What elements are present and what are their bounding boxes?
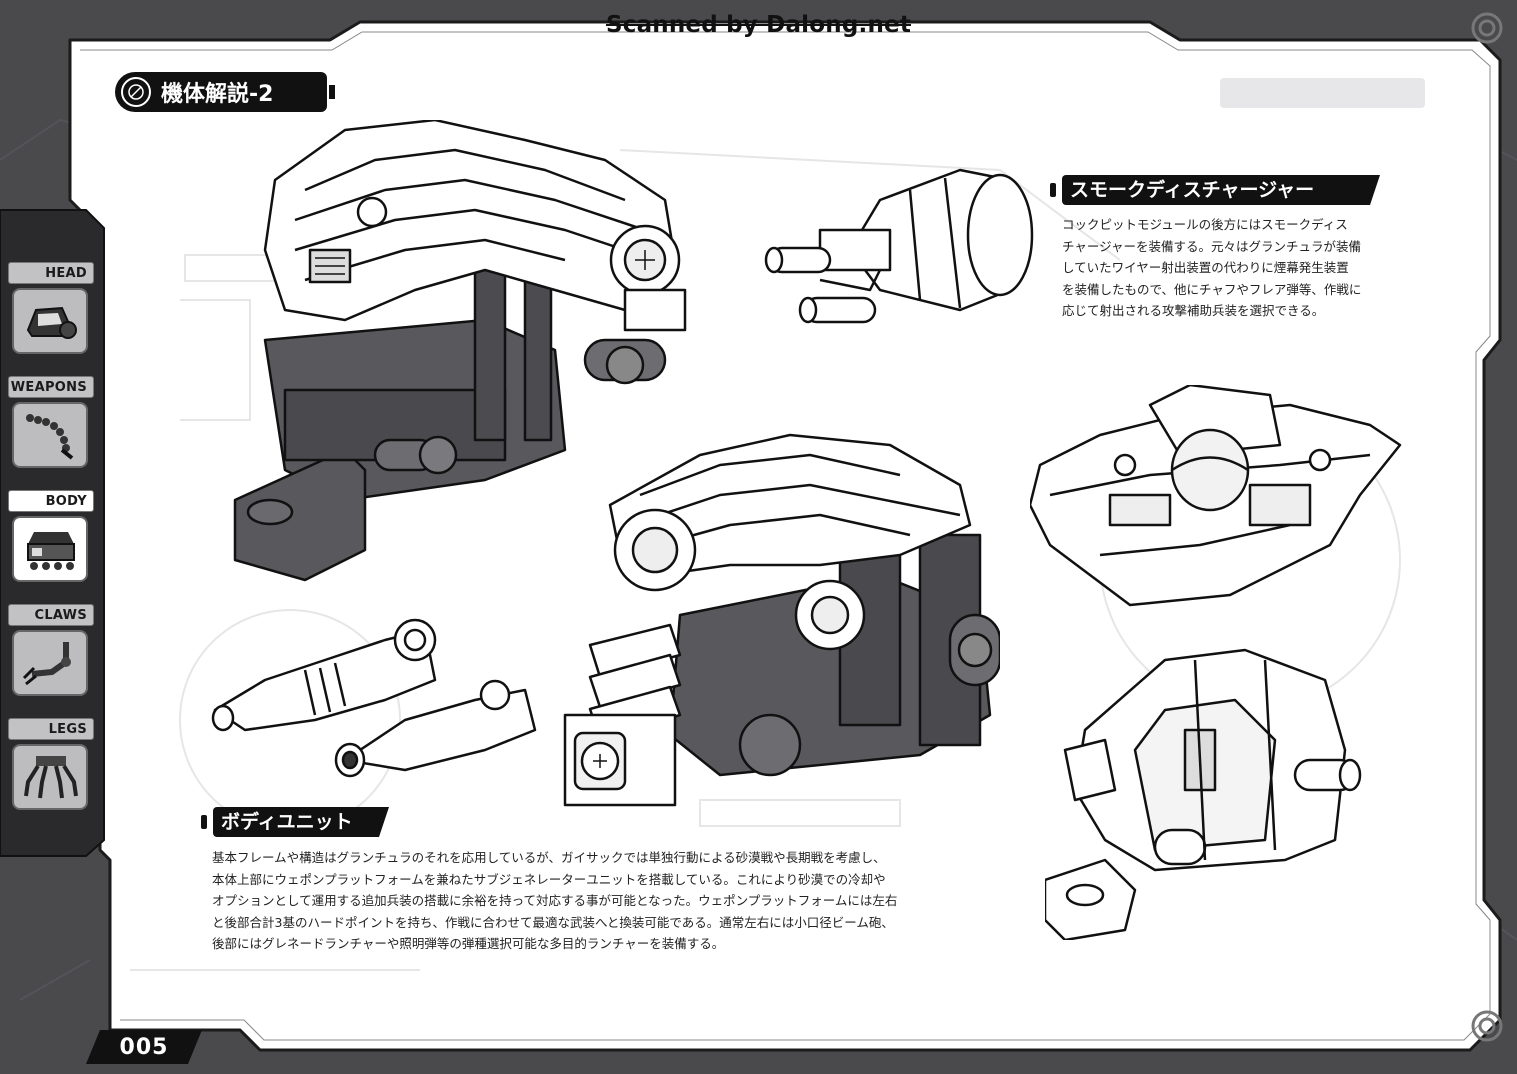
tab-weapons[interactable]: WEAPONS: [8, 376, 94, 468]
head-icon: [12, 288, 88, 354]
page-title-plate: 機体解説-2: [115, 72, 335, 112]
tab-legs-label: LEGS: [8, 718, 94, 740]
body-icon: [12, 516, 88, 582]
tab-body-label: BODY: [8, 490, 94, 512]
tab-body[interactable]: BODY: [8, 490, 94, 582]
page-title: 機体解説-2: [161, 82, 274, 107]
body-line: 後部にはグレネードランチャーや照明弾等の弾種選択可能な多目的ランチャーを装備する…: [212, 936, 725, 951]
page-number: 005: [86, 1030, 202, 1064]
body-unit-heading: ボディユニット: [201, 807, 389, 837]
tab-claws-label: CLAWS: [8, 604, 94, 626]
body-unit-illustration-top: [233, 120, 687, 582]
smoke-line: していたワイヤー射出装置の代わりに煙幕発生装置: [1062, 260, 1349, 275]
cockpit-module-illustration: [1030, 385, 1402, 607]
frame-unit-illustration: [1045, 648, 1362, 940]
body-line: 本体上部にウェポンプラットフォームを兼ねたサブジェネレーターユニットを搭載してい…: [212, 871, 886, 887]
weapon-parts-illustration: [211, 618, 537, 778]
tab-weapons-label: WEAPONS: [8, 376, 94, 398]
smoke-line: を装備したもので、他にチャフやフレア弾等、作戦に: [1062, 281, 1362, 297]
smoke-line: 応じて射出される攻撃補助兵装を選択できる。: [1062, 303, 1325, 318]
smoke-discharger-description: コックピットモジュールの後方にはスモークディス チャージャーを装備する。元々はグ…: [1062, 214, 1361, 322]
body-line: オプションとして運用する追加兵装の搭載に余裕を持って対応する事が可能となった。ウ…: [212, 893, 898, 908]
ghost-section-label: [1220, 78, 1425, 108]
body-line: と後部合計3基のハードポイントを持ち、作戦に合わせて最適な武装へと換装可能である…: [212, 914, 894, 930]
scan-watermark: Scanned by Dalong.net: [605, 12, 912, 38]
claws-icon: [12, 630, 88, 696]
smoke-line: チャージャーを装備する。元々はグランチュラが装備: [1062, 238, 1362, 254]
tab-head[interactable]: HEAD: [8, 262, 94, 354]
compass-icon: [121, 77, 151, 107]
body-line: 基本フレームや構造はグランチュラのそれを応用しているが、ガイサックでは単独行動に…: [212, 850, 886, 865]
body-unit-description: 基本フレームや構造はグランチュラのそれを応用しているが、ガイサックでは単独行動に…: [212, 847, 897, 955]
tab-claws[interactable]: CLAWS: [8, 604, 94, 696]
smoke-discharger-illustration: [764, 168, 1034, 324]
body-unit-illustration-center: [563, 433, 1000, 807]
tab-head-label: HEAD: [8, 262, 94, 284]
weapons-icon: [12, 402, 88, 468]
legs-icon: [12, 744, 88, 810]
smoke-line: コックピットモジュールの後方にはスモークディス: [1062, 217, 1348, 232]
smoke-discharger-heading: スモークディスチャージャー: [1050, 175, 1380, 205]
tab-legs[interactable]: LEGS: [8, 718, 94, 810]
